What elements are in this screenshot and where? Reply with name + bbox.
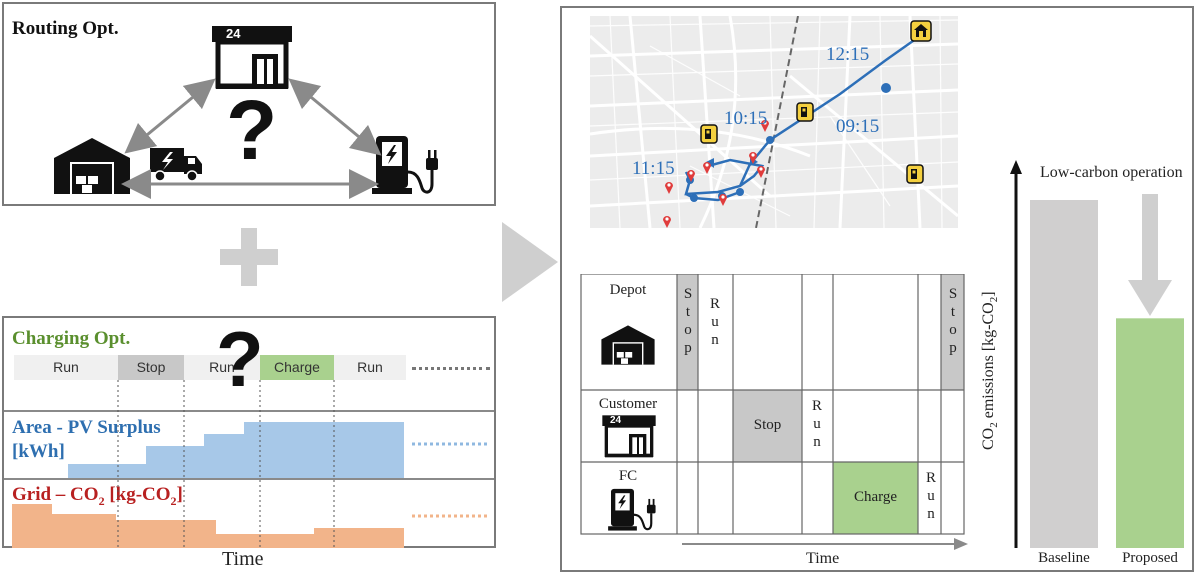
grid-title-c: ] bbox=[176, 484, 183, 505]
time-label-1215: 12:15 bbox=[826, 44, 870, 65]
store-icon bbox=[212, 26, 292, 89]
schedule-time-label: Time bbox=[806, 550, 840, 567]
routing-arrows bbox=[121, 78, 382, 199]
schedule-table: Depot Customer 24 FC bbox=[580, 274, 966, 536]
emissions-annotation: Low-carbon operation bbox=[1040, 164, 1183, 181]
segment-run-3: Run bbox=[334, 355, 406, 380]
time-label-0915: 09:15 bbox=[836, 116, 880, 137]
cell-fc-charge: Charge bbox=[853, 489, 898, 505]
store-sign-text: 24 bbox=[226, 26, 241, 41]
bar-proposed bbox=[1116, 318, 1184, 548]
grid-title-b: [kg-CO bbox=[104, 484, 171, 505]
charging-panel: Charging Opt. Run Stop Run Charge Run ? … bbox=[2, 315, 496, 548]
separator-line bbox=[4, 410, 494, 412]
fc-charger-icon bbox=[608, 488, 656, 531]
fuel-station-icon bbox=[700, 124, 718, 144]
segment-stop: Stop bbox=[118, 355, 184, 380]
home-marker-icon bbox=[910, 20, 932, 42]
pv-title-line1: Area - PV Surplus bbox=[12, 417, 161, 438]
charging-title: Charging Opt. bbox=[12, 328, 131, 349]
warehouse-icon bbox=[54, 138, 130, 194]
segment-run-1: Run bbox=[14, 355, 118, 380]
grid-title: Grid – CO2 [kg-CO2] bbox=[12, 484, 183, 509]
location-pin-icon bbox=[749, 152, 757, 164]
cell-depot-stop-1: Stop bbox=[680, 286, 696, 358]
fuel-station-icon bbox=[796, 102, 814, 122]
route-map: 12:15 10:15 09:15 11:15 bbox=[590, 16, 958, 228]
depot-warehouse-icon bbox=[601, 325, 655, 365]
cell-customer-run: Run bbox=[809, 398, 825, 452]
segment-run-2: Run bbox=[184, 355, 260, 380]
location-pin-icon bbox=[757, 166, 765, 178]
emissions-chart bbox=[1030, 194, 1184, 548]
location-pin-icon bbox=[761, 120, 769, 132]
routing-title: Routing Opt. bbox=[12, 18, 119, 39]
location-pin-icon bbox=[665, 182, 673, 194]
result-panel: 12:15 10:15 09:15 11:15 bbox=[560, 6, 1194, 572]
cell-fc-run: Run bbox=[923, 470, 939, 524]
schedule-grid bbox=[580, 274, 965, 535]
fuel-station-icon bbox=[906, 164, 924, 184]
grid-co2-area bbox=[12, 504, 490, 548]
ylabel-mid: emissions [kg-CO bbox=[980, 302, 997, 423]
row-label-customer: Customer bbox=[598, 396, 658, 412]
grid-title-a: Grid – CO bbox=[12, 484, 99, 505]
separator-line bbox=[4, 478, 494, 480]
emissions-y-axis bbox=[1010, 160, 1022, 548]
routing-question-mark: ? bbox=[226, 83, 278, 177]
grid-title-sub1: 2 bbox=[98, 493, 105, 508]
schedule-time-arrow bbox=[682, 538, 968, 550]
time-guides bbox=[117, 380, 335, 548]
ylabel-end: ] bbox=[980, 291, 997, 297]
ylabel-sub2: 2 bbox=[988, 296, 1001, 303]
map-streets bbox=[590, 16, 958, 228]
row-label-depot: Depot bbox=[609, 282, 647, 298]
location-pin-icon bbox=[719, 194, 727, 206]
bar-label-baseline: Baseline bbox=[1038, 550, 1090, 566]
routing-panel: Routing Opt. 24 ? bbox=[2, 2, 496, 206]
cell-depot-stop-2: Stop bbox=[945, 286, 961, 358]
time-label-1115: 11:15 bbox=[632, 158, 675, 179]
cell-depot-run: Run bbox=[707, 296, 723, 350]
charger-icon bbox=[372, 136, 438, 194]
time-label-1015: 10:15 bbox=[724, 108, 768, 129]
segment-charge: Charge bbox=[260, 355, 334, 380]
grid-title-sub2: 2 bbox=[170, 493, 177, 508]
emissions-y-label: CO2 emissions [kg-CO2] bbox=[980, 260, 1000, 450]
cell-customer-stop: Stop bbox=[753, 417, 782, 433]
pv-title-line2: [kWh] bbox=[12, 441, 65, 462]
ylabel-prefix: CO bbox=[980, 427, 997, 450]
location-pin-icon bbox=[663, 216, 671, 228]
ylabel-sub: 2 bbox=[988, 422, 1001, 428]
pv-title: Area - PV Surplus [kWh] bbox=[12, 416, 161, 464]
segment-continuation bbox=[412, 367, 490, 370]
location-pin-icon bbox=[703, 162, 711, 174]
customer-store-sign: 24 bbox=[610, 415, 622, 426]
charging-question-mark: ? bbox=[216, 315, 264, 403]
flow-arrow-icon bbox=[502, 222, 558, 302]
bar-baseline bbox=[1030, 200, 1098, 548]
row-label-fc: FC bbox=[618, 468, 638, 484]
plus-icon bbox=[220, 228, 278, 286]
bar-label-proposed: Proposed bbox=[1122, 550, 1178, 566]
charging-time-label: Time bbox=[222, 548, 264, 570]
customer-store-icon bbox=[602, 415, 656, 458]
location-pin-icon bbox=[687, 170, 695, 182]
reduction-arrow-icon bbox=[1128, 194, 1172, 316]
pv-surplus-area bbox=[68, 422, 490, 478]
